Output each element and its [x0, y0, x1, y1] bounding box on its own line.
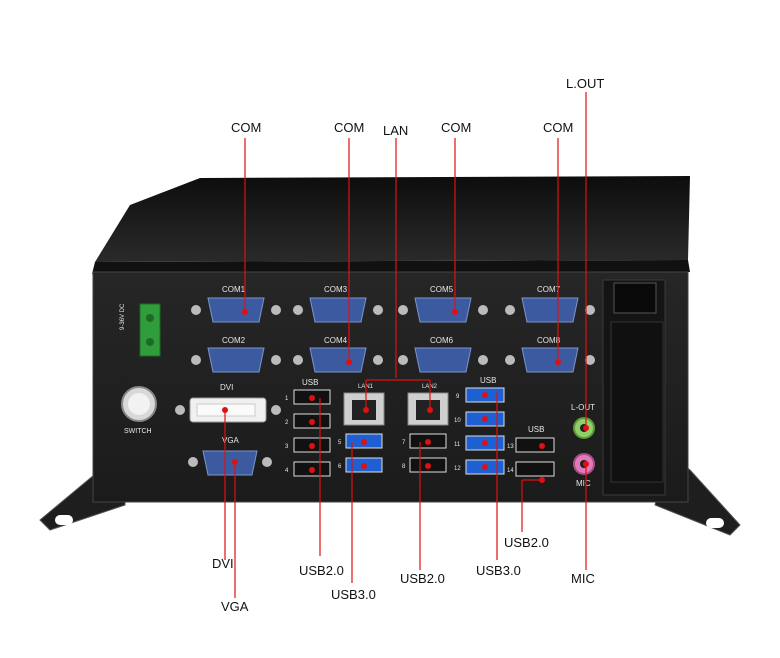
svg-text:14: 14	[507, 468, 514, 474]
svg-text:13: 13	[507, 444, 514, 450]
callout-com-4: COM	[543, 120, 574, 135]
com3-label: COM3	[324, 285, 348, 294]
callout-dots	[222, 309, 589, 483]
svg-text:5: 5	[338, 440, 342, 446]
callout-usb30-left: USB3.0	[331, 587, 376, 602]
lout-panel-label: L-OUT	[571, 403, 595, 412]
callout-usb20-mid: USB2.0	[400, 571, 445, 586]
callout-dvi: DVI	[212, 556, 234, 571]
rear-io-panel	[92, 271, 689, 503]
svg-text:7: 7	[402, 440, 406, 446]
com7-label: COM7	[537, 285, 561, 294]
power-terminal-block: 9-36V DC	[120, 303, 161, 357]
usb-far-label: USB	[528, 425, 544, 434]
db9-com4: COM4	[293, 336, 383, 373]
callout-lan: LAN	[383, 123, 409, 138]
db9-com6: COM6	[398, 336, 488, 373]
callout-usb20-right: USB2.0	[504, 535, 549, 550]
svg-text:1: 1	[285, 396, 289, 402]
com4-label: COM4	[324, 336, 348, 345]
usb-left-label: USB	[302, 378, 318, 387]
svg-text:11: 11	[454, 442, 461, 448]
db9-com1: COM1	[191, 285, 281, 323]
com2-label: COM2	[222, 336, 246, 345]
callout-vga: VGA	[221, 599, 249, 614]
db9-com7: COM7	[505, 285, 595, 323]
svg-text:2: 2	[285, 420, 289, 426]
usb-right-label: USB	[480, 376, 496, 385]
callout-com-3: COM	[441, 120, 472, 135]
com6-label: COM6	[430, 336, 454, 345]
callout-com-1: COM	[231, 120, 262, 135]
com5-label: COM5	[430, 285, 454, 294]
db9-com2: COM2	[191, 336, 281, 373]
com-ports-row-1: COM1 COM3 COM5 COM7	[191, 285, 595, 323]
callout-com-2: COM	[334, 120, 365, 135]
vga-panel-label: VGA	[222, 436, 240, 445]
callout-usb30-right: USB3.0	[476, 563, 521, 578]
expansion-slot-cover	[602, 279, 666, 496]
callout-l-out: L.OUT	[566, 76, 605, 91]
callout-usb20-left: USB2.0	[299, 563, 344, 578]
svg-text:3: 3	[285, 444, 289, 450]
svg-text:4: 4	[285, 468, 289, 474]
callout-lines	[224, 92, 587, 598]
callout-mic: MIC	[571, 571, 595, 586]
com8-label: COM8	[537, 336, 561, 345]
power-label: 9-36V DC	[120, 303, 126, 330]
svg-text:9: 9	[456, 394, 460, 400]
lan1-usb3-stack: LAN1 5 6	[338, 384, 385, 473]
com-ports-row-2: COM2 COM4 COM6 COM8	[191, 336, 595, 373]
svg-text:6: 6	[338, 464, 342, 470]
db9-com3: COM3	[293, 285, 383, 323]
svg-text:12: 12	[454, 466, 461, 472]
heatsink-top	[92, 176, 690, 274]
svg-text:8: 8	[402, 464, 406, 470]
dvi-panel-label: DVI	[220, 383, 233, 392]
switch-label: SWITCH	[124, 428, 152, 435]
db9-com5: COM5	[398, 285, 488, 323]
mic-panel-label: MIC	[576, 479, 591, 488]
usb2-stack-far: USB 13 14	[507, 425, 555, 477]
svg-text:10: 10	[454, 418, 461, 424]
com1-label: COM1	[222, 285, 246, 294]
power-switch: SWITCH	[121, 386, 157, 435]
vga-port: VGA	[188, 436, 272, 476]
db9-com8: COM8	[505, 336, 595, 373]
